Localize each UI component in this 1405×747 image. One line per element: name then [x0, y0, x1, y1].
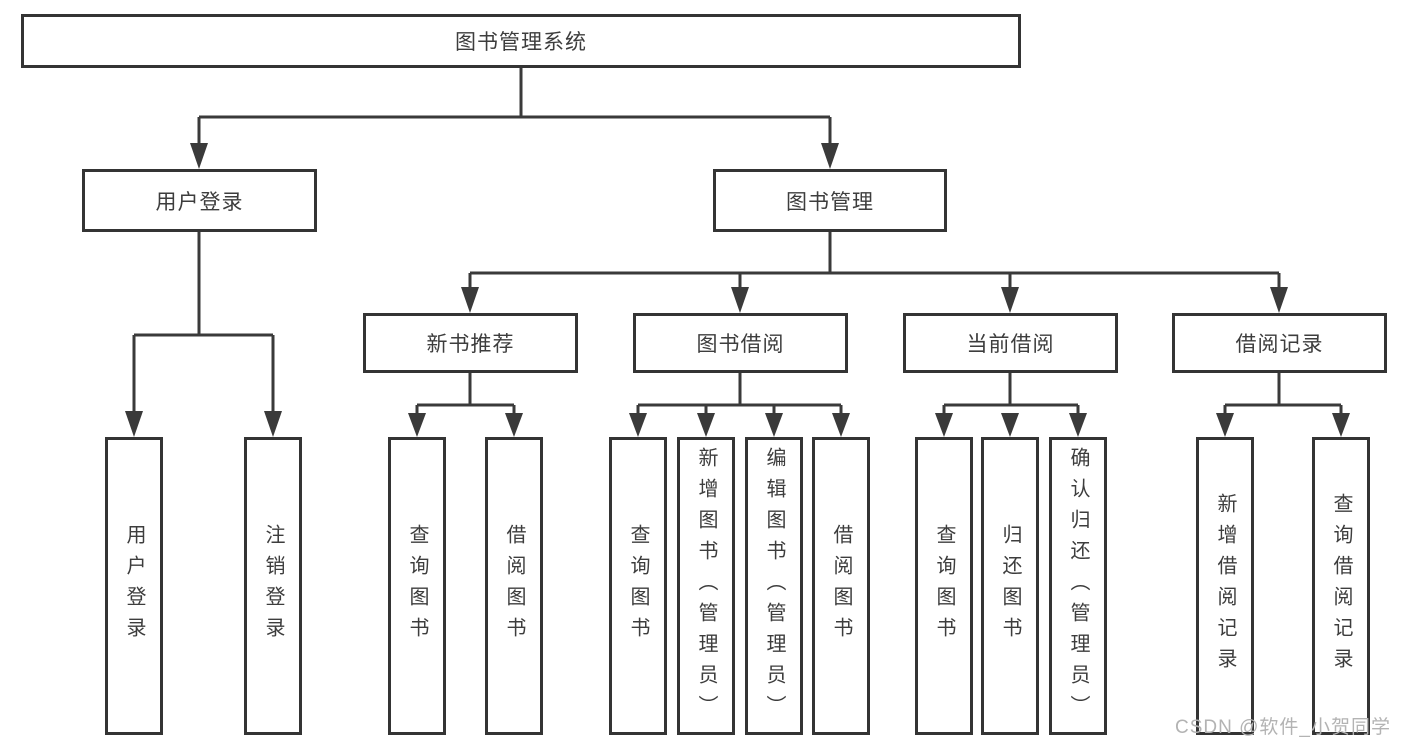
node-borrowing-records: 借阅记录 — [1172, 313, 1387, 373]
node-current-borrowing: 当前借阅 — [903, 313, 1118, 373]
leaf-query-borrow-record: 查询借阅记录 — [1312, 437, 1370, 735]
leaf-borrow-books-borrowing: 借阅图书 — [812, 437, 870, 735]
node-label: 用户登录 — [123, 524, 145, 648]
node-label: 查询图书 — [406, 524, 428, 648]
leaf-query-books-recommendation: 查询图书 — [388, 437, 446, 735]
node-label: 当前借阅 — [966, 333, 1055, 356]
node-label: 查询图书 — [627, 524, 649, 648]
node-label: 编辑图书（管理员） — [763, 446, 785, 726]
node-label: 借阅图书 — [503, 524, 525, 648]
csdn-watermark: CSDN @软件_小贺同学 — [1175, 717, 1391, 738]
node-label: 归还图书 — [999, 524, 1021, 648]
leaf-add-borrow-record: 新增借阅记录 — [1196, 437, 1254, 735]
leaf-logout-login: 注销登录 — [244, 437, 302, 735]
node-label: 借阅图书 — [830, 524, 852, 648]
node-label: 借阅记录 — [1235, 333, 1324, 356]
node-book-borrowing: 图书借阅 — [633, 313, 848, 373]
leaf-add-book-admin: 新增图书（管理员） — [677, 437, 735, 735]
node-label: 图书借阅 — [696, 333, 785, 356]
node-new-book-recommendation: 新书推荐 — [363, 313, 578, 373]
node-label: 确认归还（管理员） — [1067, 446, 1089, 726]
leaf-user-login: 用户登录 — [105, 437, 163, 735]
node-user-login: 用户登录 — [82, 169, 317, 232]
node-library-management-system: 图书管理系统 — [21, 14, 1021, 68]
node-label: 图书管理 — [786, 190, 874, 214]
node-label: 图书管理系统 — [455, 31, 587, 54]
leaf-confirm-return-admin: 确认归还（管理员） — [1049, 437, 1107, 735]
node-label: 用户登录 — [155, 190, 244, 214]
node-label: 新增借阅记录 — [1214, 493, 1236, 679]
node-label: 新书推荐 — [426, 333, 515, 356]
node-label: 查询图书 — [933, 524, 955, 648]
node-book-management: 图书管理 — [713, 169, 947, 232]
node-label: 查询借阅记录 — [1330, 493, 1352, 679]
leaf-query-books-current: 查询图书 — [915, 437, 973, 735]
leaf-borrow-books-recommendation: 借阅图书 — [485, 437, 543, 735]
leaf-edit-book-admin: 编辑图书（管理员） — [745, 437, 803, 735]
arrowheads — [125, 143, 1350, 437]
node-label: 注销登录 — [262, 524, 284, 648]
leaf-return-book: 归还图书 — [981, 437, 1039, 735]
node-label: 新增图书（管理员） — [695, 446, 717, 726]
leaf-query-books-borrowing: 查询图书 — [609, 437, 667, 735]
